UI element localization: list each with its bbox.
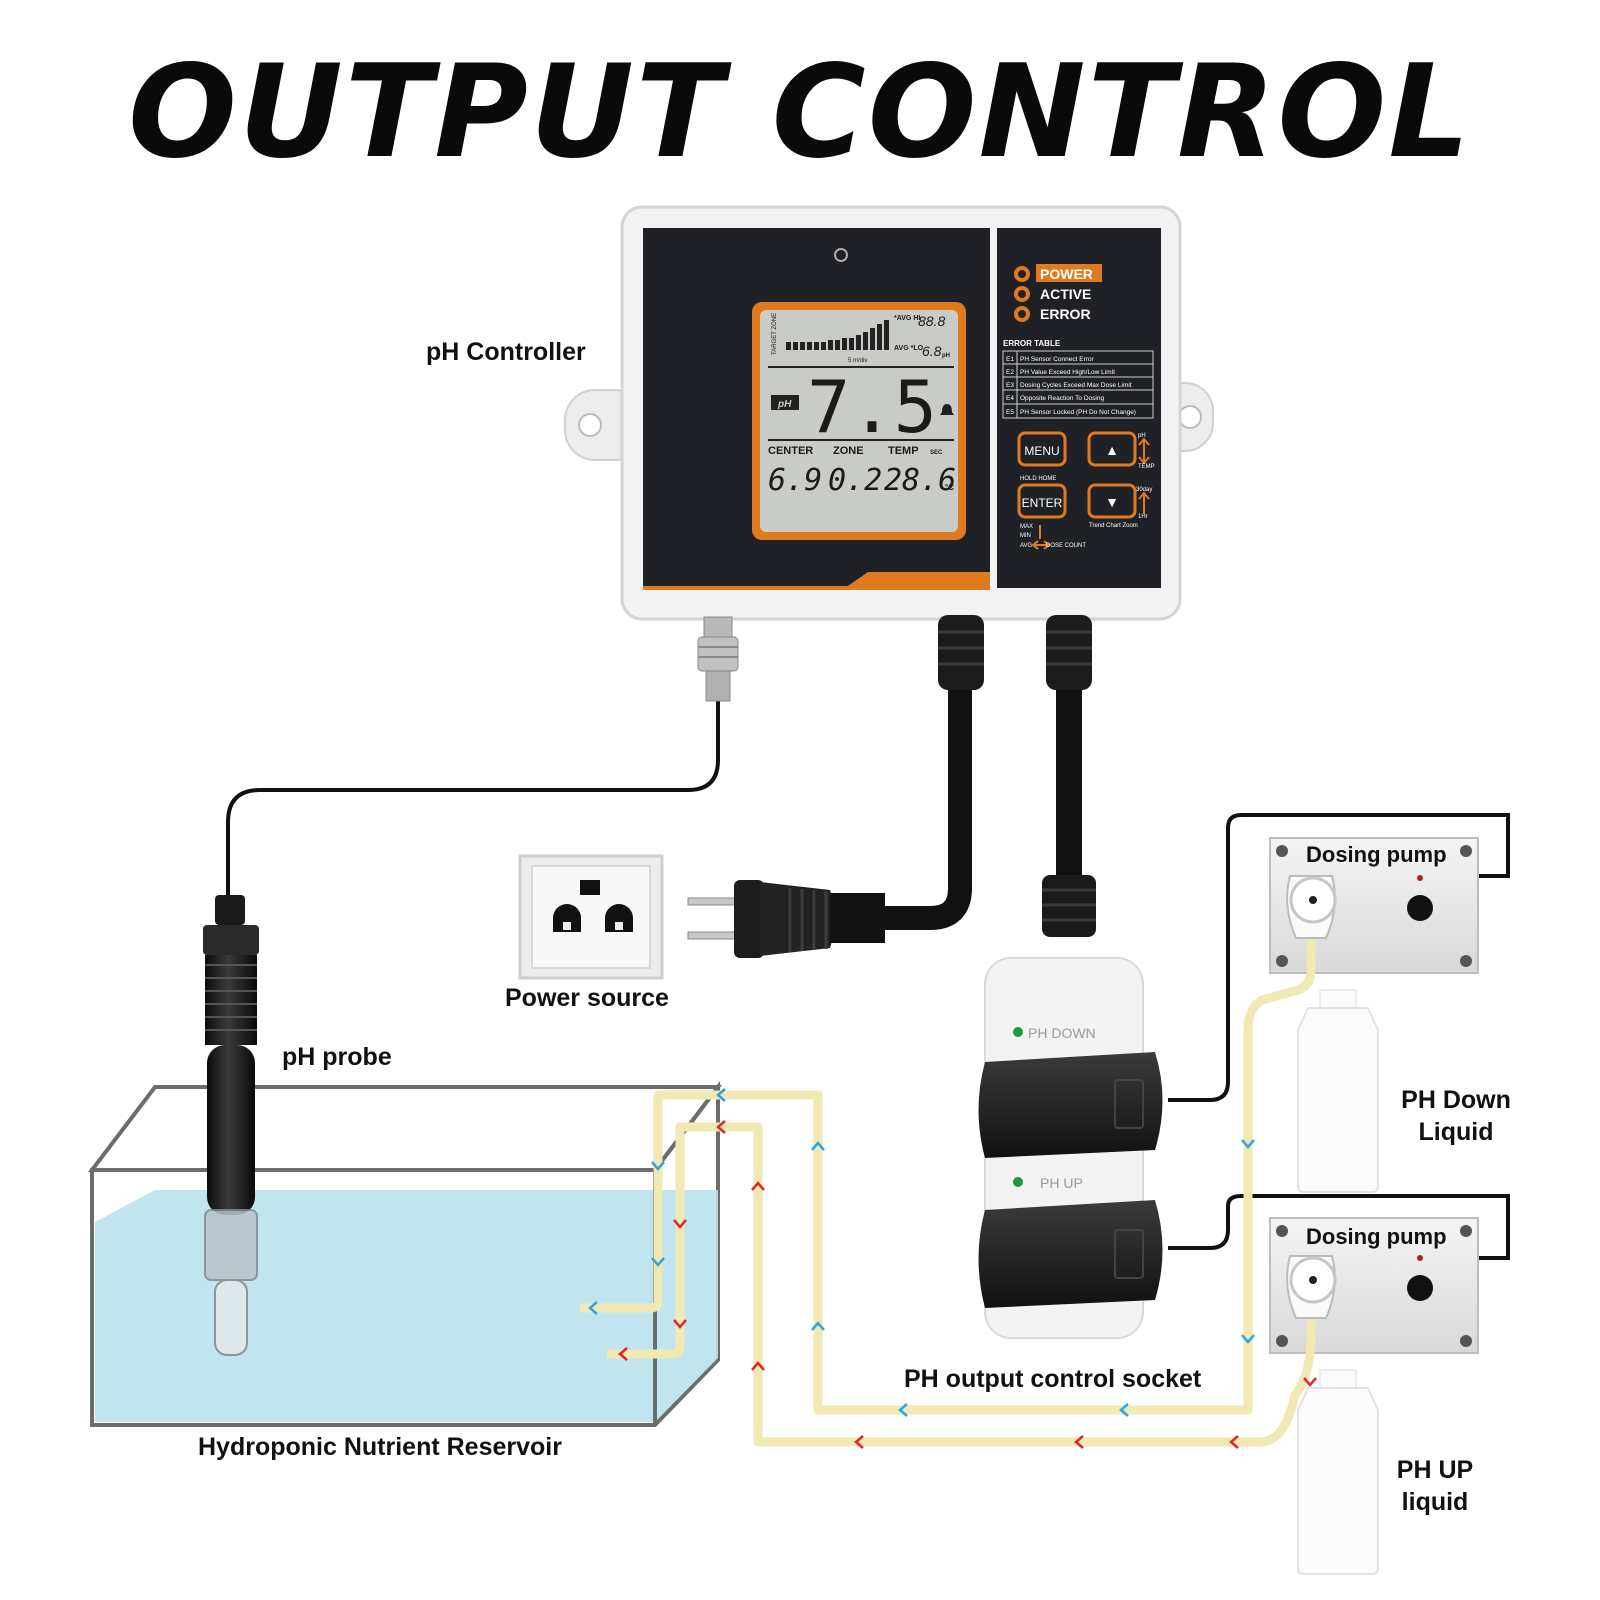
output-control-socket [978,957,1163,1339]
ph-up-tube [607,1122,1316,1447]
ph-down-bottle [1297,989,1379,1193]
lcd-zone-value: 0.2 [828,463,882,498]
power-source-label: Power source [505,984,669,1012]
lcd-center-value: 6.9 [768,463,822,498]
power-cord [880,650,972,930]
ph-down-adapter [978,1052,1163,1158]
pump-down-cable [1168,813,1510,1102]
socket-label: PH output control socket [904,1365,1202,1393]
enter-button-frame[interactable] [1017,483,1067,519]
probe-cable [226,700,720,900]
flow-arrows-ph-down [588,1088,1255,1417]
lcd-temp-unit: °C [945,483,954,492]
max-label: MAX [1020,524,1033,530]
ph-probe [203,895,259,1356]
error-text: PH Sensor Connect Error [1020,356,1095,363]
menu-button-frame[interactable] [1017,431,1067,467]
ph-down-liquid-label-line2: Liquid [1418,1118,1494,1146]
error-text: Opposite Reaction To Dosing [1020,395,1104,402]
led-power-label: POWER [1040,266,1093,282]
dosing-pump-bottom [1269,1217,1479,1354]
lcd-lo-unit: pH [942,353,950,359]
day30-label: 30day [1136,487,1152,493]
error-code: E2 [1006,369,1014,376]
lcd-center-label: CENTER [768,445,813,457]
up-button-frame[interactable] [1087,431,1137,467]
error-code: E3 [1006,382,1014,389]
lcd-avg-hi: *AVG HI [894,315,920,322]
down-button-frame[interactable] [1087,483,1137,519]
trend-bars [786,320,889,350]
pump-bottom-label: Dosing pump [1306,1224,1447,1249]
error-table-title: ERROR TABLE [1003,339,1061,348]
trend-zoom-label: Trend Chart Zoom [1089,523,1138,529]
hold-home-label: HOLD HOME [1020,476,1056,482]
nutrient-reservoir [87,1081,723,1427]
up-button[interactable]: ▲ [1105,442,1119,458]
page-title: OUTPUT CONTROL [128,38,1472,187]
flow-arrows-ph-up [618,1120,1317,1449]
lcd-temp-label: TEMP [888,445,919,457]
ph-up-adapter [978,1200,1163,1308]
ph-small-label: pH [1138,433,1146,439]
enter-button[interactable]: ENTER [1022,496,1063,510]
ph-up-socket-label: PH UP [1040,1175,1083,1191]
lcd-scale: 5 m/div [848,358,867,364]
down-button[interactable]: ▼ [1105,494,1119,510]
lcd-hi-value: 88.8 [918,313,945,329]
ph-controller-device [564,205,1214,702]
error-text: Dosing Cycles Exceed Max Dose Limit [1020,382,1132,389]
ph-down-tube [580,940,1316,1415]
avg-label: AVG [1020,543,1033,549]
error-code: E4 [1006,395,1014,402]
pump-top-label: Dosing pump [1306,842,1447,867]
hr1-label: 1Hr [1138,514,1148,520]
pump-up-cable [1168,1194,1510,1260]
ph-down-socket-label: PH DOWN [1028,1025,1096,1041]
lcd-ph-tag: pH [777,399,792,410]
min-label: MIN [1020,533,1031,539]
temp-small-label: TEMP [1138,464,1155,470]
lcd-temp-value: 28.6 [884,463,956,498]
lcd-avg-lo: AVG *LO [894,345,924,352]
tubing [580,940,1316,1447]
ph-up-liquid-label-line1: PH UP [1396,1456,1474,1484]
probe-label: pH probe [282,1043,392,1071]
menu-button[interactable]: MENU [1024,444,1059,458]
lcd-target-zone: TARGET ZONE [772,313,778,355]
power-plug [687,650,972,958]
error-text: PH Value Exceed High/Low Limit [1020,369,1115,376]
dose-count-label: DOSE COUNT [1046,543,1086,549]
lcd-zone-label: ZONE [833,445,864,457]
brand-label: PH CONTROLLER [867,571,988,587]
led-error-label: ERROR [1040,306,1091,322]
led-active-label: ACTIVE [1040,286,1091,302]
lcd-sec-label: SEC [930,450,943,456]
ph-down-liquid-label-line1: PH Down [1401,1086,1511,1114]
lcd-main-value: 7.5 [807,365,937,449]
reservoir-label: Hydroponic Nutrient Reservoir [198,1433,562,1461]
ph-up-bottle [1297,1369,1379,1575]
dosing-pump-top [1269,837,1479,974]
ph-up-liquid-label-line2: liquid [1401,1488,1469,1516]
error-code: E5 [1006,409,1014,416]
wall-outlet [518,854,664,980]
socket-cable [1042,650,1096,937]
lcd-lo-value: 6.8 [922,343,942,359]
error-text: PH Sensor Locked (PH Do Not Change) [1020,409,1136,416]
error-code: E1 [1006,356,1014,363]
controller-label: pH Controller [426,338,586,366]
